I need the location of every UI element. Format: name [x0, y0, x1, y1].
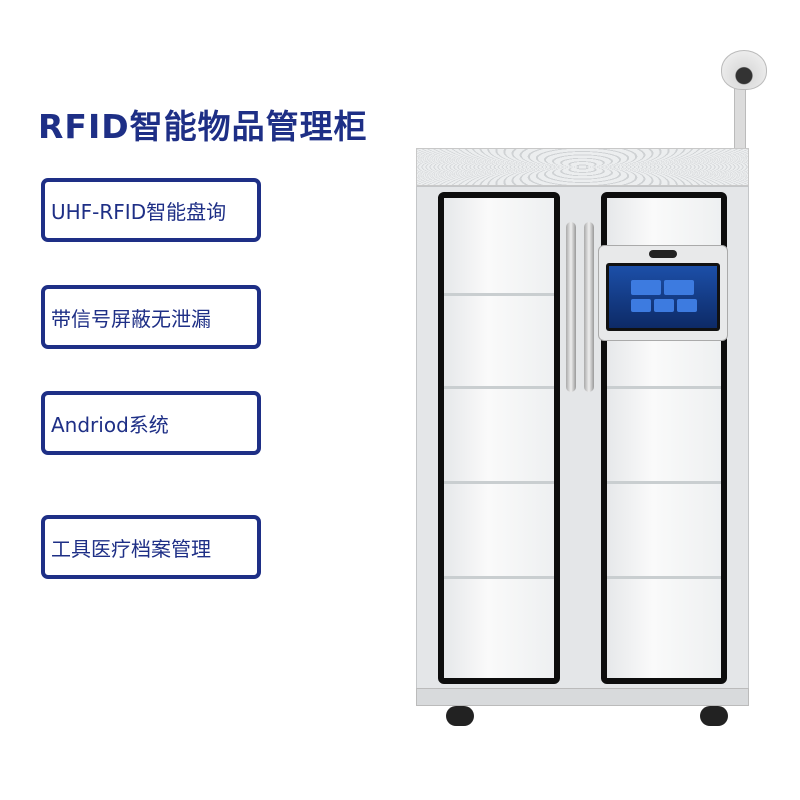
- product-title: RFID智能物品管理柜: [38, 107, 368, 146]
- camera-icon: [721, 50, 767, 90]
- feature-badge-uhf-rfid: UHF-RFID智能盘询: [41, 178, 261, 242]
- door-handle-right[interactable]: [584, 222, 594, 392]
- wheel-left: [446, 706, 474, 726]
- camera-pole: [734, 82, 746, 152]
- tablet-screen[interactable]: [606, 263, 720, 331]
- cabinet-top: [416, 148, 749, 186]
- touchscreen-tablet[interactable]: [598, 245, 728, 341]
- feature-badge-signal-shield: 带信号屏蔽无泄漏: [41, 285, 261, 349]
- door-handle-left[interactable]: [566, 222, 576, 392]
- left-door: [438, 192, 560, 684]
- feature-badge-android: Andriod系统: [41, 391, 261, 455]
- wheel-right: [700, 706, 728, 726]
- cabinet-base: [416, 688, 749, 706]
- feature-badge-management: 工具医疗档案管理: [41, 515, 261, 579]
- tablet-camera-icon: [649, 250, 677, 258]
